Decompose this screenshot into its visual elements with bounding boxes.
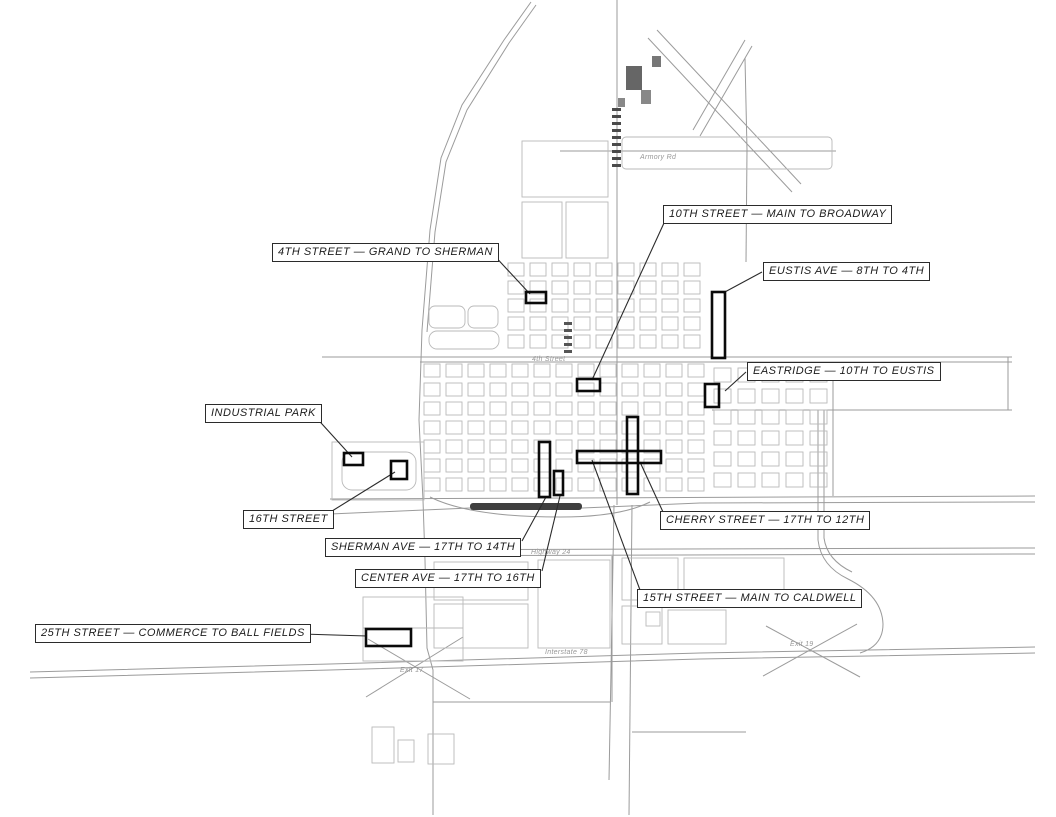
callout-25th-street: 25TH STREET — COMMERCE TO BALL FIELDS: [35, 624, 311, 643]
callout-4th-street: 4TH STREET — GRAND TO SHERMAN: [272, 243, 499, 262]
callout-center-ave: CENTER AVE — 17TH TO 16TH: [355, 569, 541, 588]
project-site-eustis-ave: [710, 290, 727, 360]
map-text-exit-19: Exit 19: [790, 641, 814, 648]
map-text-exit-17: Exit 17: [400, 667, 424, 674]
roads-layer: [29, 0, 1036, 816]
project-site-16th-street: [389, 459, 409, 481]
callout-sherman-ave: SHERMAN AVE — 17TH TO 14TH: [325, 538, 522, 557]
project-sites-layer: [342, 290, 727, 648]
leader-line-cherry-street: [639, 461, 664, 513]
leader-line-eustis-ave: [722, 271, 763, 294]
callout-cherry-street: CHERRY STREET — 17TH TO 12TH: [660, 511, 871, 530]
project-site-center-ave: [552, 469, 565, 497]
callout-industrial-park: INDUSTRIAL PARK: [205, 404, 322, 423]
leader-line-25th-street: [301, 633, 368, 637]
map-text-interstate-78: Interstate 78: [545, 649, 588, 656]
callout-16th-street: 16TH STREET: [243, 510, 334, 529]
leader-line-eastridge: [724, 371, 747, 392]
leader-line-sherman-ave: [521, 496, 547, 542]
project-site-10th-street: [575, 377, 602, 393]
callout-eustis-ave: EUSTIS AVE — 8TH TO 4TH: [763, 262, 931, 281]
leader-line-16th-street: [323, 471, 396, 517]
railroad-layer: [470, 108, 621, 510]
project-site-4th-street: [524, 290, 548, 305]
callout-leader-lines: [301, 222, 763, 637]
map-text-highway-24: Highway 24: [531, 549, 571, 556]
city-blocks-layer: [331, 56, 833, 765]
callout-eastridge: EASTRIDGE — 10TH TO EUSTIS: [747, 362, 941, 381]
project-site-eastridge: [703, 382, 721, 409]
leader-line-10th-street: [591, 222, 665, 381]
callout-10th-street: 10TH STREET — MAIN TO BROADWAY: [663, 205, 893, 224]
callout-15th-street: 15TH STREET — MAIN TO CALDWELL: [637, 589, 863, 608]
project-site-25th-street: [364, 627, 413, 648]
leader-line-15th-street: [591, 459, 641, 591]
project-site-industrial-park: [342, 451, 365, 467]
map-text-armory-rd: Armory Rd: [640, 154, 677, 161]
map-text-4th-street-name: 4th Street: [532, 356, 566, 363]
leader-line-center-ave: [541, 495, 561, 572]
project-site-15th-street: [625, 415, 640, 496]
project-site-cherry-street: [575, 449, 663, 465]
project-site-sherman-ave: [537, 440, 552, 499]
